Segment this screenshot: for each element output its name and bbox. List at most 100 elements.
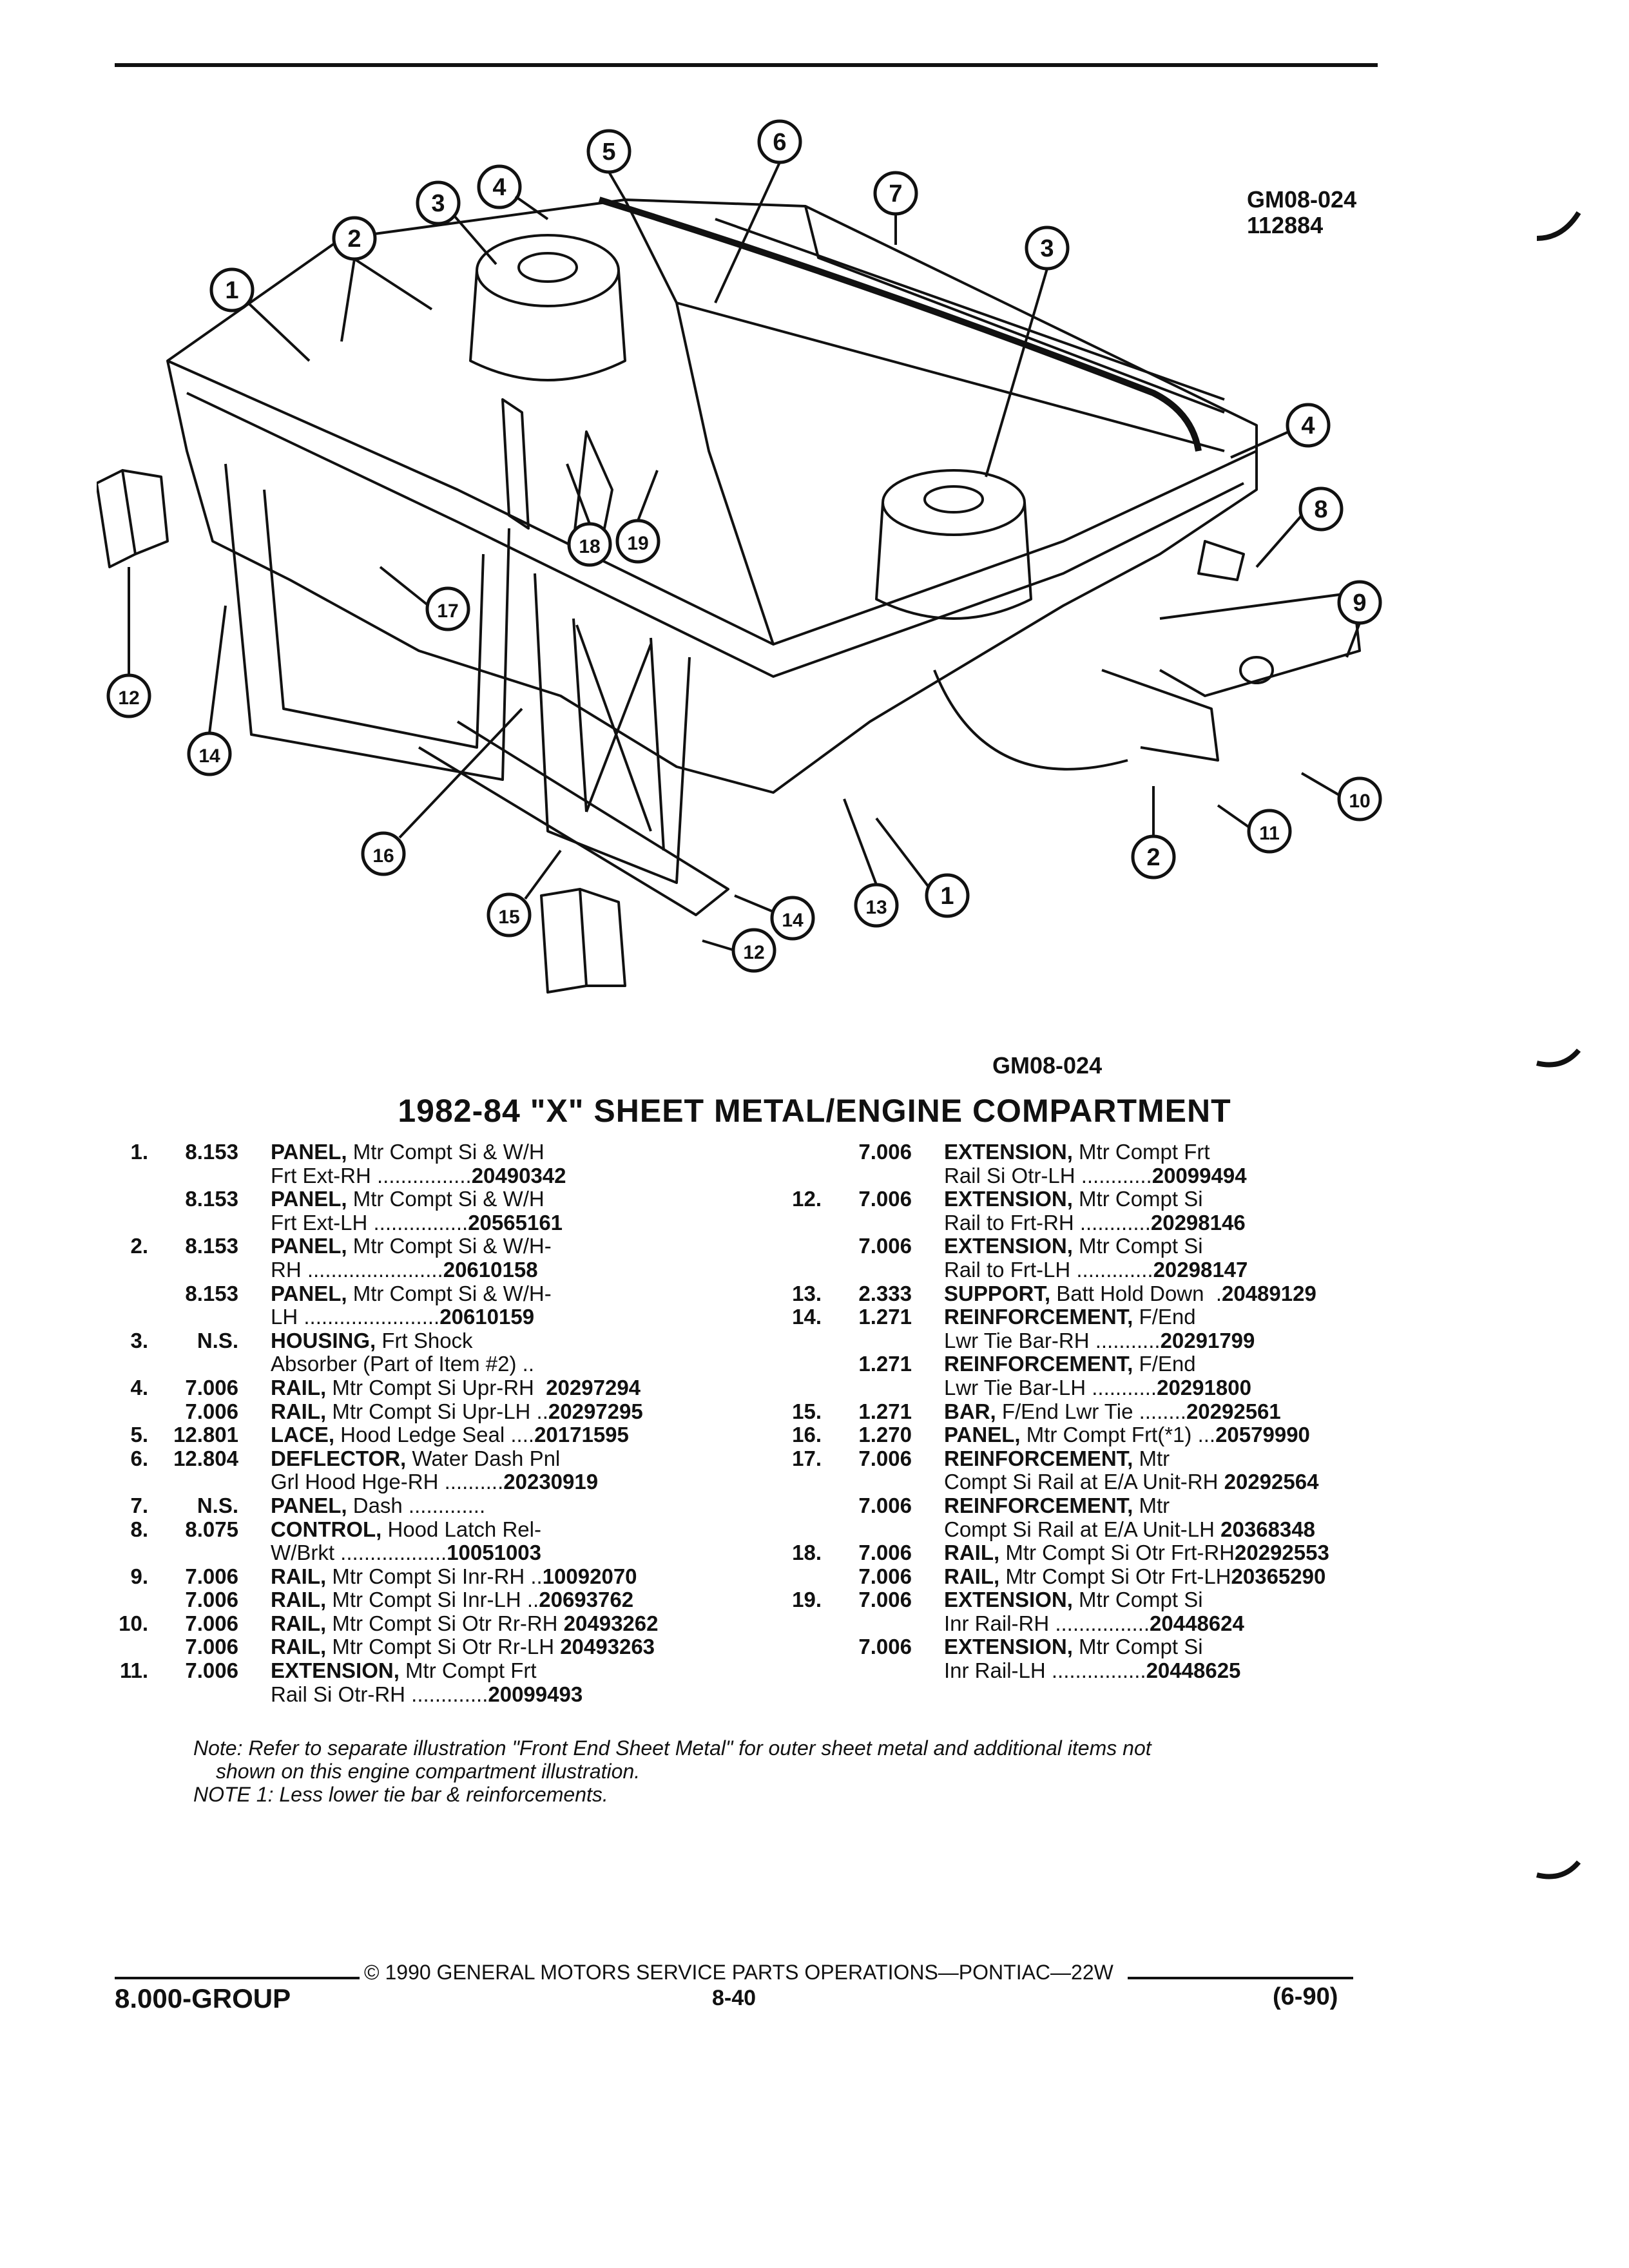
item-number [751, 1140, 822, 1187]
part-description: CONTROL, Hood Latch Rel-W/Brkt .........… [271, 1517, 709, 1565]
part-keyword: PANEL, [271, 1140, 347, 1164]
part-keyword: EXTENSION, [944, 1635, 1073, 1659]
margin-mark-1 [1536, 211, 1581, 241]
callout-1b: 1 [925, 873, 970, 918]
callout-14b: 14 [770, 896, 815, 941]
part-description-line-2: Inr Rail-LH ................ [944, 1658, 1146, 1683]
part-description: RAIL, Mtr Compt Si Upr-LH ..20297295 [271, 1399, 709, 1424]
part-keyword: RAIL, [271, 1611, 327, 1635]
part-description-line-1: Mtr Compt Si & W/H- [347, 1281, 552, 1305]
group-number: 1.270 [858, 1423, 912, 1447]
part-description-line-1: Dash ............. [347, 1493, 486, 1517]
part-number: 20230919 [503, 1470, 599, 1494]
group-number: 7.006 [858, 1446, 912, 1470]
part-entry: 7.006 RAIL, Mtr Compt Si Otr Frt-LH203652… [751, 1564, 1382, 1589]
group-number: 1.271 [858, 1352, 912, 1376]
part-keyword: SUPPORT, [944, 1281, 1051, 1305]
part-description: RAIL, Mtr Compt Si Otr Frt-RH20292553 [944, 1541, 1382, 1565]
group-number: 7.006 [858, 1564, 912, 1588]
part-description: RAIL, Mtr Compt Si Otr Frt-LH20365290 [944, 1564, 1382, 1589]
part-number: 20291799 [1160, 1328, 1255, 1352]
item-number [77, 1635, 148, 1659]
part-number: 20297294 [546, 1375, 641, 1399]
margin-mark-2 [1536, 1048, 1581, 1068]
part-description-line-2: Lwr Tie Bar-LH ........... [944, 1375, 1157, 1399]
item-number: 11. [119, 1658, 148, 1683]
svg-text:12: 12 [118, 687, 139, 709]
item-number: 18. [792, 1541, 822, 1565]
callout-12b: 12 [731, 928, 776, 973]
group-number: 7.006 [185, 1375, 238, 1399]
part-description: RAIL, Mtr Compt Si Inr-LH ..20693762 [271, 1588, 709, 1612]
part-description-line-2: Rail to Frt-LH ............. [944, 1257, 1153, 1282]
part-description: RAIL, Mtr Compt Si Otr Rr-RH 20493262 [271, 1611, 709, 1636]
part-number: 20368348 [1220, 1517, 1315, 1541]
part-description-line-2: Rail Si Otr-RH ............. [271, 1682, 488, 1706]
item-number [77, 1588, 148, 1612]
part-description: SUPPORT, Batt Hold Down .20489129 [944, 1282, 1382, 1306]
part-description-line-1: Mtr Compt Frt(*1) ... [1020, 1423, 1216, 1447]
footer-page-number: 8-40 [712, 1986, 757, 2010]
part-number: 20298146 [1150, 1210, 1246, 1235]
item-number [751, 1235, 822, 1282]
item-number: 1. [130, 1140, 148, 1164]
part-description-line-1: Mtr [1133, 1493, 1170, 1517]
svg-text:18: 18 [579, 536, 600, 557]
part-number: 20489129 [1222, 1281, 1316, 1305]
part-description-line-1: Hood Ledge Seal .... [334, 1423, 535, 1447]
part-description-line-2: Rail Si Otr-LH ............ [944, 1163, 1152, 1187]
part-description-line-2: Compt Si Rail at E/A Unit-LH [944, 1517, 1221, 1541]
group-number: 8.075 [185, 1517, 238, 1541]
footer-rule-right [1128, 1977, 1353, 1979]
part-number: 20099494 [1152, 1163, 1247, 1187]
svg-text:5: 5 [602, 139, 615, 166]
callout-10: 10 [1337, 776, 1382, 822]
item-number [77, 1282, 148, 1329]
part-entry: 7.006 RAIL, Mtr Compt Si Upr-LH ..2029729… [77, 1399, 709, 1424]
figure-caption: GM08-024 [992, 1052, 1103, 1079]
margin-mark-3 [1536, 1860, 1581, 1879]
part-keyword: RAIL, [944, 1564, 1000, 1588]
item-number [751, 1565, 822, 1589]
svg-text:6: 6 [773, 129, 786, 156]
part-description-line-1: Hood Latch Rel- [381, 1517, 541, 1541]
callout-19: 19 [615, 519, 660, 564]
callout-4b: 4 [1286, 403, 1331, 448]
part-description-line-1: Mtr Compt Si Otr Frt-RH [999, 1541, 1235, 1565]
part-description-line-1: Mtr Compt Si Otr Rr-RH [326, 1611, 564, 1635]
footer-date: (6-90) [1273, 1983, 1338, 2010]
part-description: RAIL, Mtr Compt Si Otr Rr-LH 20493263 [271, 1635, 709, 1659]
part-description-line-1: Mtr [1133, 1446, 1170, 1470]
svg-text:3: 3 [1040, 235, 1054, 262]
part-number: 20579990 [1215, 1423, 1310, 1447]
callout-12: 12 [106, 673, 151, 718]
svg-text:12: 12 [743, 942, 764, 963]
part-keyword: DEFLECTOR, [271, 1446, 407, 1470]
group-number: 7.006 [185, 1611, 238, 1635]
footer-copyright: © 1990 GENERAL MOTORS SERVICE PARTS OPER… [364, 1961, 1113, 1984]
part-description-line-1: Mtr Compt Si [1072, 1635, 1203, 1659]
item-number: 6. [130, 1446, 148, 1470]
group-number: 7.006 [185, 1399, 238, 1423]
part-keyword: PANEL, [271, 1281, 347, 1305]
part-description-line-2: Rail to Frt-RH ............ [944, 1210, 1151, 1235]
callout-5: 5 [586, 129, 631, 174]
callout-11: 11 [1247, 809, 1292, 854]
callout-6: 6 [757, 119, 802, 164]
group-number: 12.801 [173, 1423, 238, 1447]
part-keyword: EXTENSION, [944, 1187, 1073, 1211]
item-number [751, 1635, 822, 1682]
